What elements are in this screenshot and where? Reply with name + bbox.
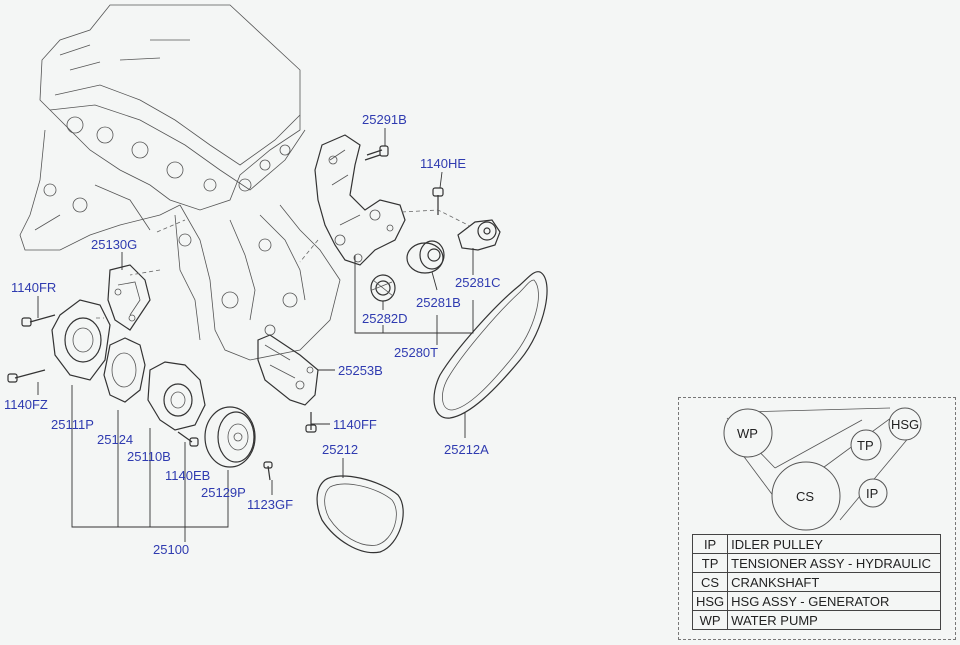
bolt-1140FZ xyxy=(7,369,46,383)
label-25212: 25212 xyxy=(322,442,358,457)
idler-pulley-25282D xyxy=(370,274,396,302)
cs-pulley-label: CS xyxy=(796,489,814,504)
label-25291B: 25291B xyxy=(362,112,407,127)
bolt-1140FR xyxy=(21,314,56,327)
part-number-labels: 25291B 1140HE 25130G 1140FR 25281C 25281… xyxy=(4,112,501,557)
bolt-1123GF xyxy=(263,461,273,481)
label-25129P: 25129P xyxy=(201,485,246,500)
bolt-1140EB xyxy=(177,431,199,447)
label-25281B: 25281B xyxy=(416,295,461,310)
bolt-1140FF xyxy=(305,412,317,433)
belt-routing-diagram: WP TP HSG CS IP xyxy=(723,407,922,531)
alternator-bracket-drawing xyxy=(314,134,406,266)
label-1140HE: 1140HE xyxy=(420,156,466,171)
tp-pulley-label: TP xyxy=(857,438,874,453)
hsg-pulley-label: HSG xyxy=(891,417,919,432)
ip-pulley-label: IP xyxy=(866,486,878,501)
label-25124: 25124 xyxy=(97,432,133,447)
pump-housing-25110B xyxy=(147,361,206,431)
bolt-1140HE xyxy=(432,187,444,215)
label-25253B: 25253B xyxy=(338,363,383,378)
legend-code: HSG xyxy=(691,591,729,611)
legend-description: IDLER PULLEY xyxy=(727,534,942,554)
legend-description: TENSIONER ASSY - HYDRAULIC xyxy=(727,553,942,573)
label-1123GF: 1123GF xyxy=(247,497,293,512)
belt-routing-panel xyxy=(678,397,956,640)
legend-description: WATER PUMP xyxy=(727,610,942,630)
label-25111P: 25111P xyxy=(51,417,94,432)
pump-body-25111P xyxy=(51,299,111,381)
bracket-25253B xyxy=(257,334,319,406)
label-25110B: 25110B xyxy=(127,449,171,464)
legend-description: CRANKSHAFT xyxy=(727,572,942,592)
belt-25212 xyxy=(316,475,404,554)
hsg-pulley xyxy=(888,407,922,441)
gasket-25130G xyxy=(107,264,151,331)
legend-code: IP xyxy=(691,534,729,554)
label-25282D: 25282D xyxy=(362,311,408,326)
pump-pulley-25129P xyxy=(204,406,256,468)
tensioner-pulley-25281C xyxy=(457,219,501,251)
tp-pulley xyxy=(850,429,882,461)
wp-pulley-label: WP xyxy=(737,426,758,441)
label-1140FZ: 1140FZ xyxy=(4,397,48,412)
cs-pulley xyxy=(771,461,841,531)
label-1140FR: 1140FR xyxy=(11,280,56,295)
legend-code: CS xyxy=(691,572,729,592)
engine-block-drawing xyxy=(19,4,341,361)
label-25130G: 25130G xyxy=(91,237,137,252)
label-25100: 25100 xyxy=(153,542,189,557)
label-25281C: 25281C xyxy=(455,275,501,290)
gasket-25124 xyxy=(103,337,146,403)
wp-pulley xyxy=(723,408,773,458)
alignment-dash-lines xyxy=(96,209,471,319)
legend-code: WP xyxy=(691,610,729,630)
idler-pulley-25281B xyxy=(406,240,445,274)
belt-25212A xyxy=(433,271,548,419)
leader-lines xyxy=(37,128,474,542)
legend-description: HSG ASSY - GENERATOR xyxy=(727,591,942,611)
label-1140FF: 1140FF xyxy=(333,417,377,432)
label-25212A: 25212A xyxy=(444,442,489,457)
ip-pulley xyxy=(858,478,888,508)
legend-code: TP xyxy=(691,553,729,573)
label-1140EB: 1140EB xyxy=(165,468,210,483)
bolt-25291B xyxy=(364,145,389,161)
label-25280T: 25280T xyxy=(394,345,438,360)
